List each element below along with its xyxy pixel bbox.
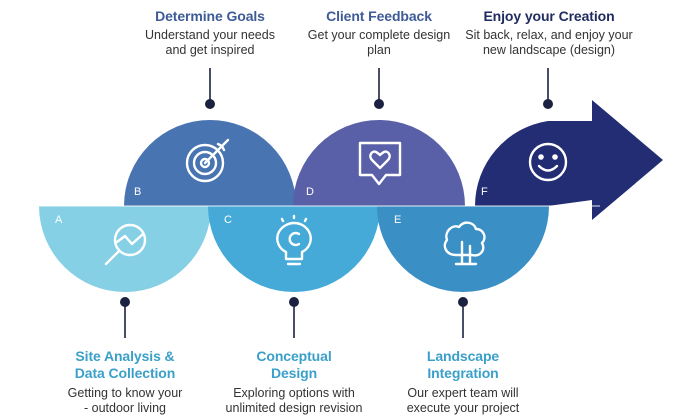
step-a-desc-line1: Getting to know your — [67, 386, 183, 400]
step-e-title-line2: Integration — [427, 365, 499, 381]
step-c-circle — [208, 206, 380, 292]
step-a-label: Site Analysis & Data Collection Getting … — [45, 348, 205, 416]
target-icon — [185, 138, 230, 183]
step-d-label: Client Feedback Get your complete design… — [294, 8, 464, 58]
smiley-icon — [528, 142, 568, 182]
step-b-title: Determine Goals — [155, 8, 265, 24]
step-e-desc-line2: execute your project — [406, 401, 520, 415]
step-a-title-line2: Data Collection — [74, 365, 176, 381]
step-e-letter: E — [394, 214, 401, 226]
step-f-arrow — [475, 100, 663, 220]
step-f-letter: F — [481, 186, 488, 198]
step-d-desc-line2: plan — [367, 43, 391, 57]
step-c-title-line2: Design — [270, 365, 318, 381]
step-e-title-line1: Landscape — [426, 348, 500, 364]
step-c-desc-line2: unlimited design revision — [225, 401, 363, 415]
step-a-letter: A — [55, 214, 63, 226]
step-b-desc-line2: and get inspired — [165, 43, 255, 57]
step-b-letter: B — [134, 186, 141, 198]
magnifier-chart-icon — [104, 223, 147, 266]
step-a-desc-line2: - outdoor living — [84, 401, 166, 415]
step-b-desc-line1: Understand your needs — [145, 28, 275, 42]
step-c-letter: C — [224, 214, 232, 226]
step-c-title-line1: Conceptual — [256, 348, 332, 364]
step-f-desc-line2: new landscape (design) — [482, 43, 616, 57]
step-b-label: Determine Goals Understand your needs an… — [130, 8, 290, 58]
step-d-letter: D — [306, 186, 314, 198]
trees-icon — [443, 221, 486, 266]
step-c-desc-line1: Exploring options with — [233, 386, 355, 400]
step-e-label: Landscape Integration Our expert team wi… — [383, 348, 543, 416]
step-e-desc-line1: Our expert team will — [407, 386, 519, 400]
step-f-desc-line1: Sit back, relax, and enjoy your — [465, 28, 633, 42]
connectors — [120, 68, 553, 338]
step-c-label: Conceptual Design Exploring options with… — [209, 348, 379, 416]
step-a-title-line1: Site Analysis & — [75, 348, 175, 364]
step-f-title: Enjoy your Creation — [483, 8, 615, 24]
step-a-circle — [39, 206, 211, 292]
lightbulb-icon — [276, 214, 312, 266]
heart-chat-icon — [358, 141, 402, 186]
step-d-desc-line1: Get your complete design — [307, 28, 451, 42]
step-d-circle — [293, 120, 465, 206]
step-d-title: Client Feedback — [326, 8, 432, 24]
step-f-label: Enjoy your Creation Sit back, relax, and… — [458, 8, 640, 58]
